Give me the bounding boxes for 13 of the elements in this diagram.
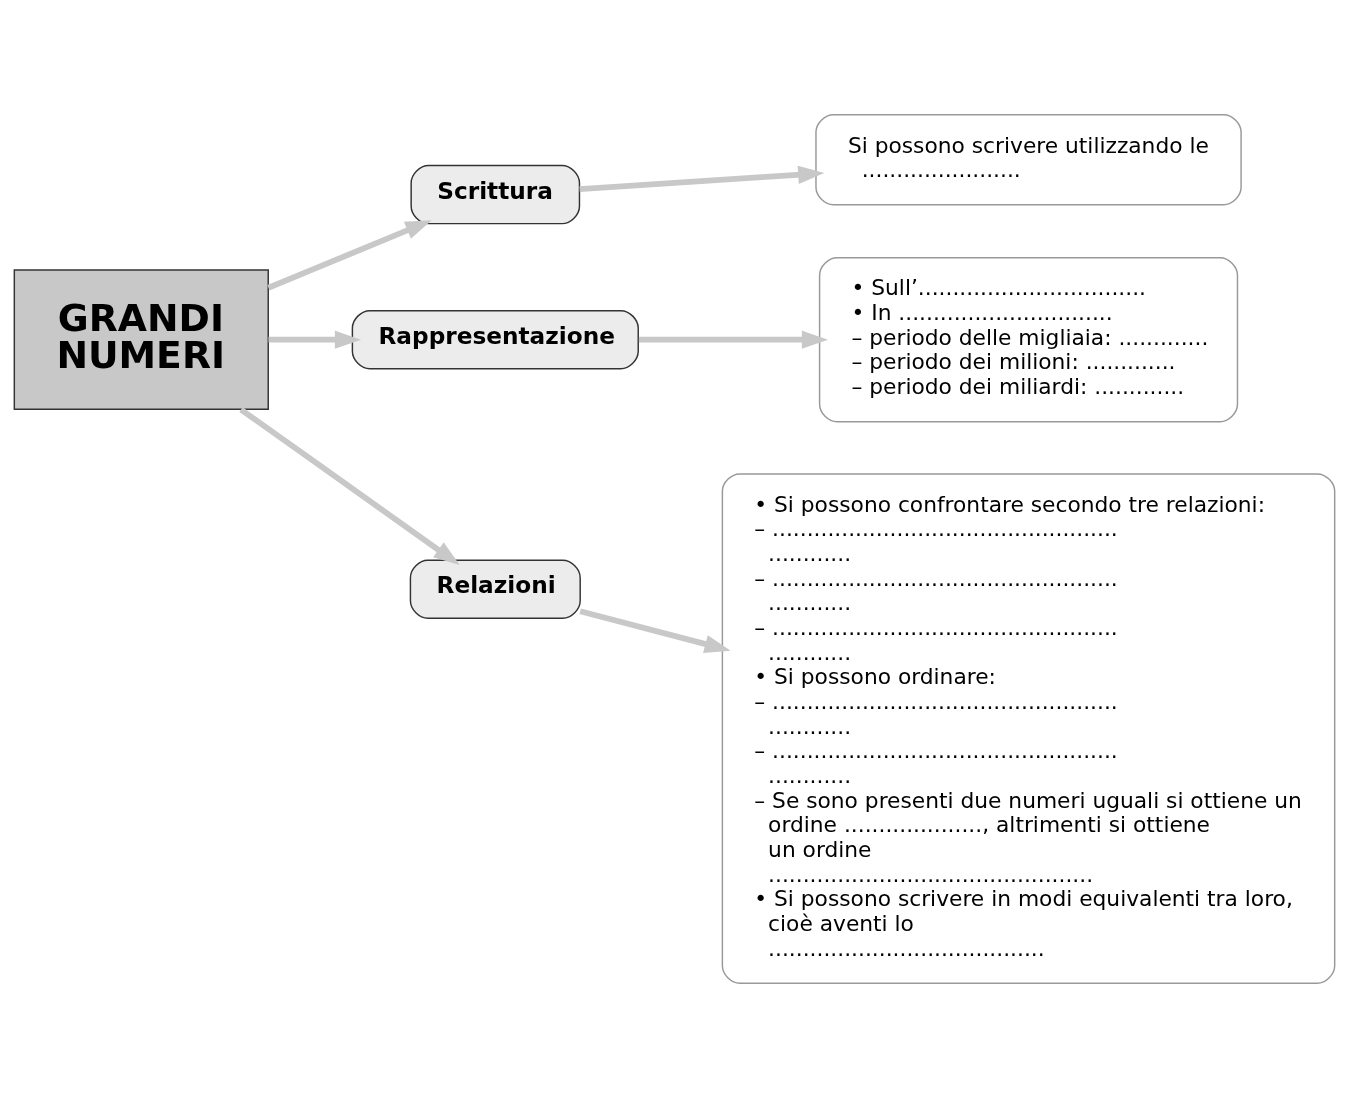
arrow	[268, 330, 362, 349]
arrow	[579, 607, 731, 653]
node-box: GRANDI NUMERI	[13, 268, 269, 410]
arrow	[579, 165, 825, 192]
arrow	[239, 406, 460, 565]
arrow	[267, 219, 432, 290]
node-box: • Sull’................................. • In ............................... – periodo delle migliaia: ............. – periodo dei milioni: ............. – periodo dei miliardi: .............	[818, 256, 1239, 422]
arrow	[638, 330, 829, 349]
node-box: Rappresentazione	[351, 309, 639, 369]
node-box: Si possono scrivere utilizzando le .......................	[815, 113, 1242, 205]
node-box: • Si possono confrontare secondo tre relazioni: – .............................................................. – .............................................................. – .............................................................. • Si possono ordinare: – .............................................................. – .............................................................. – Se sono presenti due numeri uguali si ottiene un ordine ...................., altrimenti si ottiene un ordine ............................................... • Si possono scrivere in modi equivalenti tra loro, cioè aventi lo ........................................	[721, 472, 1336, 984]
node-box: Scrittura	[410, 164, 581, 224]
node-box: Relazioni	[409, 559, 581, 619]
